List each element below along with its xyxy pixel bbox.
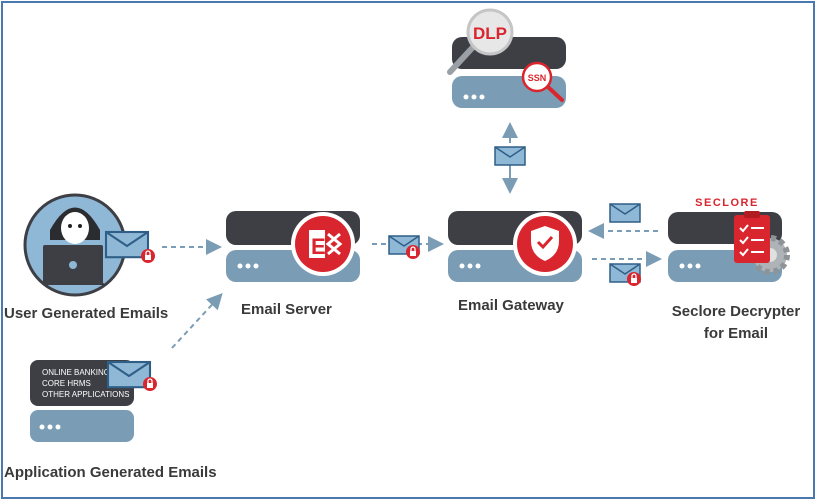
lock-server-gateway-icon: [405, 244, 421, 260]
gateway-node: [448, 211, 582, 282]
dlp-badge-text: DLP: [473, 24, 507, 43]
lock-gateway-decrypter-icon: [626, 271, 642, 287]
server-node: E: [226, 211, 360, 282]
svg-text:E: E: [311, 234, 326, 259]
ssn-magnifier-icon: [521, 61, 553, 93]
dlp-node: DLP SSN: [447, 8, 566, 108]
envelope-gateway-dlp-icon: [494, 146, 526, 166]
seclore-logo-text: SECLORE: [695, 197, 759, 209]
user-label: User Generated Emails: [4, 305, 169, 322]
user-face-icon: [61, 212, 89, 244]
app-item-1: CORE HRMS: [42, 379, 91, 388]
ssn-text: SSN: [528, 73, 547, 83]
decrypter-label-line2: for Email: [703, 325, 769, 342]
app-item-0: ONLINE BANKING: [42, 368, 110, 377]
flow-arrows: [162, 122, 662, 349]
decrypter-label-line1: Seclore Decrypter: [671, 303, 801, 320]
app-label: Application Generated Emails: [4, 464, 217, 481]
app-server-bottom: [30, 410, 134, 442]
exchange-icon: [325, 232, 343, 256]
app-lock-icon: [142, 376, 158, 392]
envelope-decrypter-gateway-icon: [609, 203, 641, 223]
user-lock-icon: [140, 248, 156, 264]
app-node: ONLINE BANKING CORE HRMS OTHER APPLICATI…: [30, 360, 158, 442]
gateway-label: Email Gateway: [458, 297, 564, 314]
app-item-2: OTHER APPLICATIONS: [42, 390, 129, 399]
server-label: Email Server: [241, 301, 332, 318]
dlp-magnifier-icon: [466, 8, 514, 56]
arrow-app-to-server: [171, 293, 223, 349]
dlp-magnifier-handle: [447, 43, 477, 75]
decrypter-node: SECLORE: [668, 197, 790, 282]
user-node: [23, 193, 156, 297]
